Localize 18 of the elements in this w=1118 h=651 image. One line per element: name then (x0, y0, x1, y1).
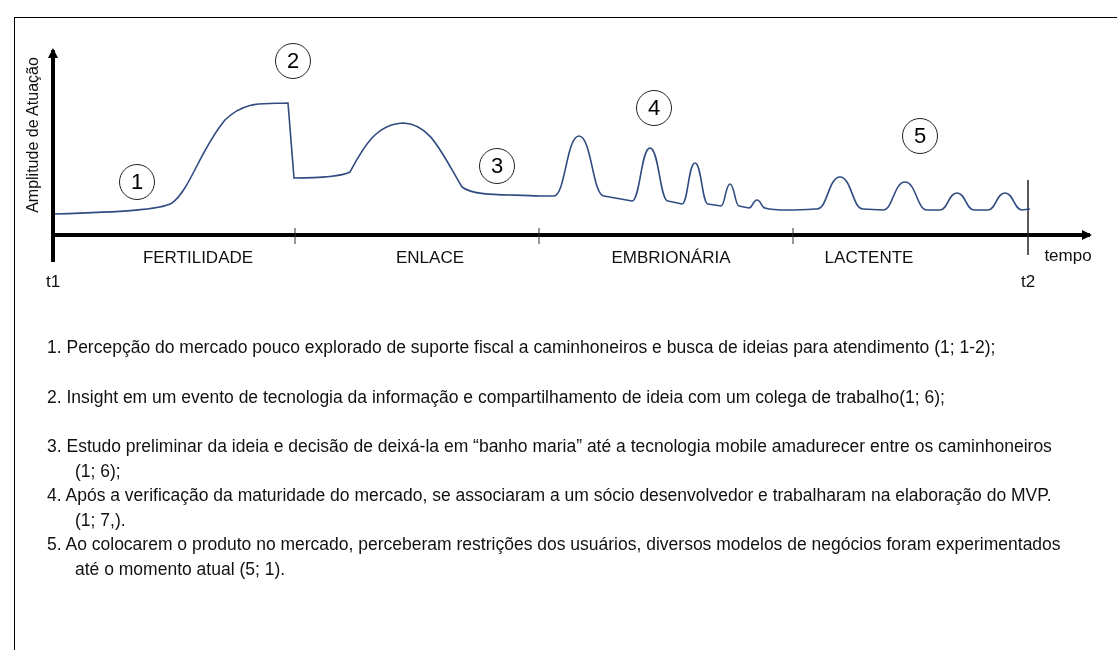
phase-label: FERTILIDADE (142, 248, 254, 268)
phase-label: LACTENTE (824, 248, 914, 268)
axis-title: Amplitude de Atuação (24, 57, 42, 213)
time-label: t2 (1020, 272, 1036, 292)
list-item: 4. Após a verificação da maturidade do mercado, se associaram a um sócio desenvolvedor e trabalharam na elaboração do MVP.(1; 7,). (47, 484, 1053, 532)
callout-number: 2 (275, 43, 311, 79)
time-label: t1 (45, 272, 61, 292)
list-item: 1. Percepção do mercado pouco explorado de suporte fiscal a caminhoneiros e busca de ideias para atendimento (1; 1-2); (47, 336, 997, 359)
callout-number: 1 (119, 164, 155, 200)
callout-number: 4 (636, 90, 672, 126)
phase-label: ENLACE (396, 248, 464, 268)
list-item: 3. Estudo preliminar da ideia e decisão de deixá-la em “banho maria” até a tecnologia mobile amadurecer entre os caminhoneiros (1; 6); (47, 435, 1053, 483)
callout-number: 5 (902, 118, 938, 154)
callout-number: 3 (479, 148, 515, 184)
list-item: 5. Ao colocarem o produto no mercado, perceberam restrições dos usuários, diversos modelos de negócios foram experimentados até o momento atual (5; 1). (47, 533, 1062, 581)
phase-label: EMBRIONÁRIA (611, 248, 731, 268)
axis-title: tempo (1044, 246, 1092, 266)
list-item: 2. Insight em um evento de tecnologia da informação e compartilhamento de ideia com um colega de trabalho(1; 6); (47, 386, 946, 409)
